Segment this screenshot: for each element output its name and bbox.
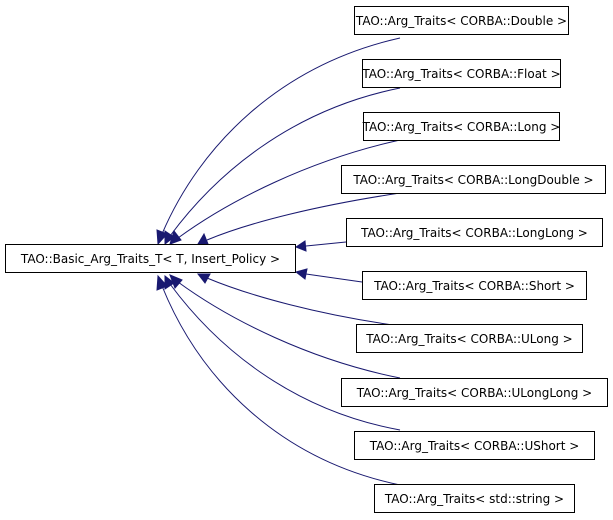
derived-node-label: TAO::Arg_Traits< CORBA::LongLong > <box>360 226 588 240</box>
base-class-node[interactable]: TAO::Basic_Arg_Traits_T< T, Insert_Polic… <box>5 244 296 273</box>
derived-node-longdouble[interactable]: TAO::Arg_Traits< CORBA::LongDouble > <box>341 165 606 194</box>
edge-longlong-arrowhead <box>294 240 307 252</box>
derived-node-box <box>354 6 569 35</box>
derived-node-box <box>356 324 583 353</box>
edge-ulong <box>206 277 401 327</box>
derived-node-double[interactable]: TAO::Arg_Traits< CORBA::Double > <box>354 6 569 35</box>
edge-longlong <box>305 241 347 247</box>
derived-node-label: TAO::Arg_Traits< CORBA::UShort > <box>369 439 580 453</box>
edge-stdstring-arrowhead <box>156 274 168 291</box>
derived-node-box <box>362 271 587 300</box>
derived-node-label: TAO::Arg_Traits< CORBA::Double > <box>355 14 567 28</box>
edge-float-arrowhead <box>164 230 175 246</box>
derived-node-long[interactable]: TAO::Arg_Traits< CORBA::Long > <box>362 112 561 141</box>
derived-node-box <box>363 112 560 141</box>
derived-node-label: TAO::Arg_Traits< std::string > <box>384 492 564 506</box>
derived-node-box <box>354 431 595 460</box>
derived-node-box <box>341 165 606 194</box>
derived-node-box <box>374 484 575 513</box>
edge-longdouble-arrowhead <box>197 232 209 245</box>
edge-long <box>177 139 401 239</box>
edge-longdouble <box>206 192 401 241</box>
edge-float <box>169 87 401 237</box>
derived-node-label: TAO::Arg_Traits< CORBA::Float > <box>361 67 560 81</box>
derived-node-label: TAO::Arg_Traits< CORBA::ULongLong > <box>356 386 593 400</box>
derived-node-box <box>346 218 603 247</box>
derived-node-float[interactable]: TAO::Arg_Traits< CORBA::Float > <box>361 59 561 88</box>
derived-node-box <box>362 59 561 88</box>
derived-node-short[interactable]: TAO::Arg_Traits< CORBA::Short > <box>362 271 587 300</box>
derived-node-label: TAO::Arg_Traits< CORBA::LongDouble > <box>352 173 593 187</box>
derived-node-box <box>341 378 608 407</box>
edge-short-arrowhead <box>294 268 308 280</box>
base-class-label: TAO::Basic_Arg_Traits_T< T, Insert_Polic… <box>20 252 280 266</box>
edge-ulong-arrowhead <box>196 273 211 284</box>
derived-node-label: TAO::Arg_Traits< CORBA::Long > <box>362 120 561 134</box>
base-class-box <box>5 244 296 273</box>
derived-node-label: TAO::Arg_Traits< CORBA::ULong > <box>365 332 572 346</box>
edge-stdstring <box>161 285 401 486</box>
edge-ushort <box>169 283 401 431</box>
edge-long-arrowhead <box>169 229 182 245</box>
edge-short <box>305 273 363 283</box>
edge-ulonglong <box>177 281 401 379</box>
derived-node-ulonglong[interactable]: TAO::Arg_Traits< CORBA::ULongLong > <box>341 378 608 407</box>
derived-node-ushort[interactable]: TAO::Arg_Traits< CORBA::UShort > <box>354 431 595 460</box>
derived-node-stdstring[interactable]: TAO::Arg_Traits< std::string > <box>374 484 575 513</box>
edge-double <box>161 37 401 235</box>
derived-node-ulong[interactable]: TAO::Arg_Traits< CORBA::ULong > <box>356 324 583 353</box>
derived-node-longlong[interactable]: TAO::Arg_Traits< CORBA::LongLong > <box>346 218 603 247</box>
derived-node-label: TAO::Arg_Traits< CORBA::Short > <box>373 279 575 293</box>
edges <box>156 37 401 486</box>
